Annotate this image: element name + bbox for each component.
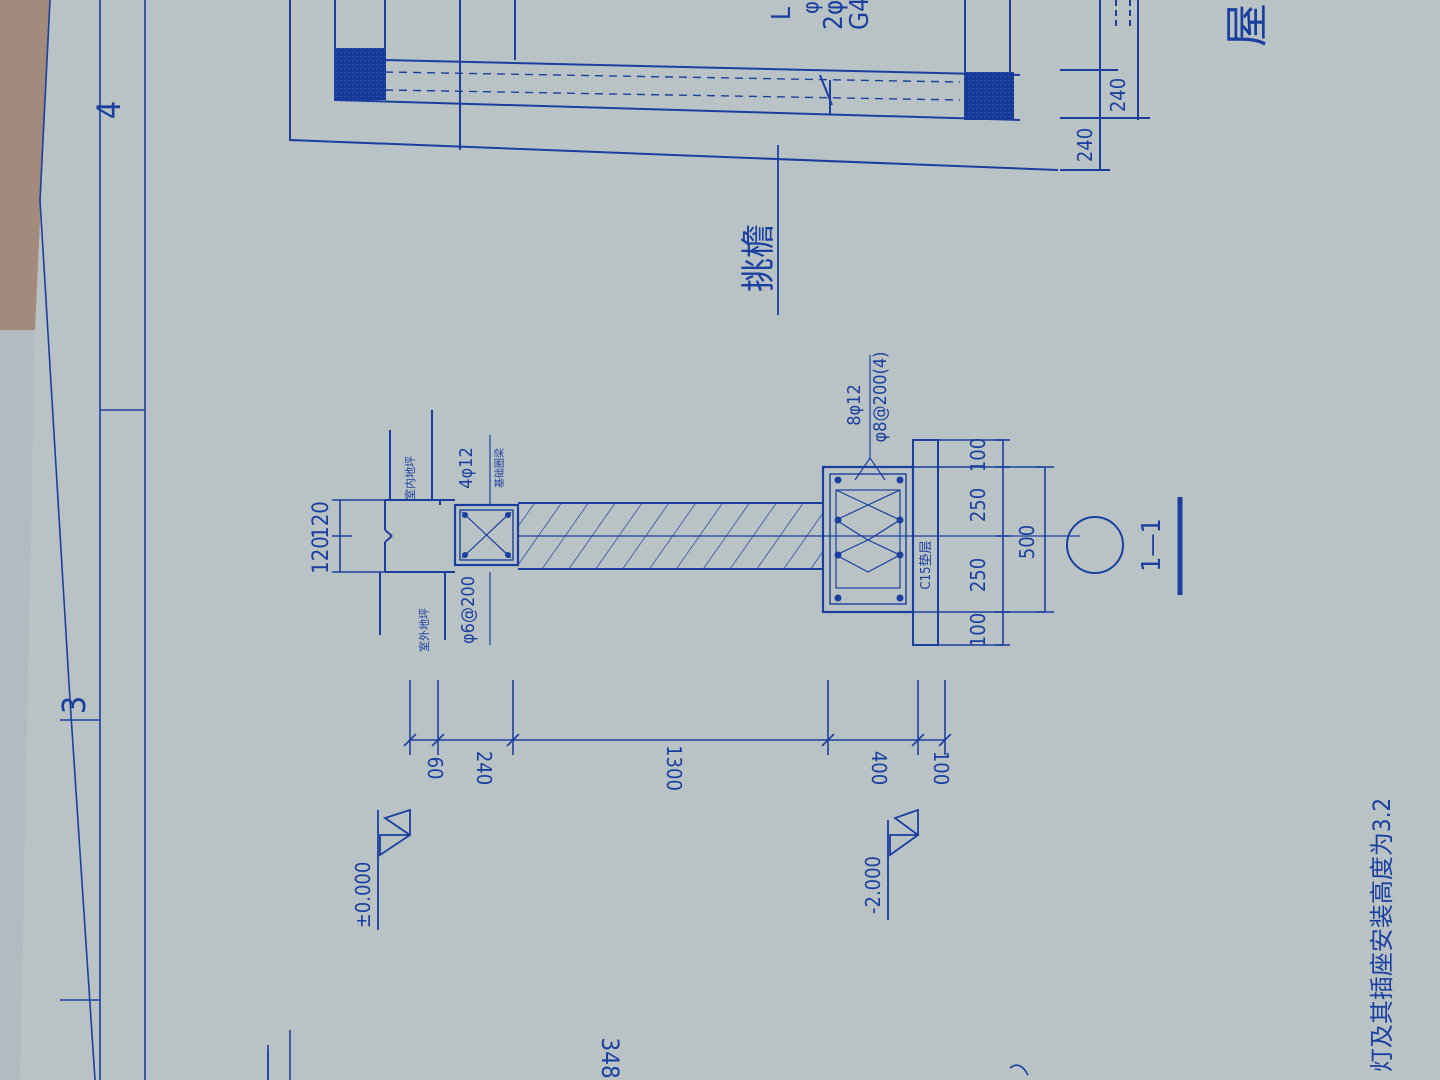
cushion-label: C15垫层: [918, 540, 934, 589]
plan-column-right: [964, 72, 1014, 120]
footing-rebar: 8φ12: [844, 384, 865, 426]
footing-leaders: [854, 355, 886, 481]
section-circle: [1066, 516, 1124, 574]
wall-dim-2: 120: [309, 536, 334, 574]
ring-beam-cross: [461, 511, 512, 559]
section-label: 1—1: [1137, 518, 1167, 571]
ring-beam-bars: [462, 512, 511, 558]
c15-cushion: [912, 439, 939, 646]
plan-text-3: 2φ: [819, 0, 849, 30]
vdim-60: 60: [423, 757, 447, 780]
wall-dim-1: 120: [309, 501, 334, 539]
ring-beam-rebar: 4φ12: [456, 447, 477, 489]
plan-dim-a: 240: [1073, 128, 1097, 162]
wall-thickness-dims: [332, 499, 400, 573]
overall-dimension-line: [267, 1030, 291, 1080]
ring-beam-stirrup: [459, 509, 514, 561]
footing-dim-4: 100: [966, 613, 990, 647]
elevation-top: ±0.000: [351, 862, 375, 929]
plan-text-1: L: [767, 7, 797, 20]
sheet-border: [39, 0, 146, 1080]
table-background: [0, 0, 50, 330]
footing-stirrup-outer: [829, 473, 907, 605]
vdim-100: 100: [929, 751, 953, 785]
footing-dim-total: 500: [1015, 525, 1039, 559]
footing-bars: [834, 476, 904, 602]
overall-dimension: 3480: [596, 1038, 624, 1080]
foundation-wall-outline: [518, 502, 1080, 570]
ring-beam-stirrup-label: φ6@200: [458, 576, 479, 644]
axis-4-label: 4: [90, 101, 128, 119]
plan-column-left: [336, 48, 386, 100]
elevation-marker-top: [377, 808, 412, 930]
ring-beam-label: 基础圈梁: [493, 448, 506, 488]
vdim-400: 400: [867, 751, 891, 785]
side-character: 屋: [1222, 3, 1273, 47]
plan-outline: [289, 0, 1150, 171]
elevation-marker-bottom: [887, 808, 920, 920]
footing-stirrup-label: φ8@200(4): [870, 351, 891, 442]
footing-dim-1: 100: [966, 438, 990, 472]
footing-stirrup-inner: [835, 489, 901, 589]
axis-3-label: 3: [55, 696, 93, 714]
footing-dims: [913, 439, 1054, 646]
wall-section: [379, 410, 455, 640]
elevation-bottom: -2.000: [861, 856, 885, 914]
vdim-1300: 1300: [662, 745, 686, 791]
vdim-240: 240: [472, 751, 496, 785]
plan-text-4: G4: [845, 0, 875, 30]
plan-dim-b: 240: [1106, 78, 1130, 112]
plan-text-2: φ: [799, 1, 824, 14]
interior-floor-label: 室内地坪: [403, 456, 417, 500]
vertical-dimension-chain: [403, 680, 952, 755]
exterior-floor-label: 室外地坪: [417, 608, 431, 652]
footing-dim-3: 250: [966, 558, 990, 592]
paper-edge: [0, 330, 35, 1080]
eave-label: 挑檐: [739, 224, 779, 292]
bottom-note: 灯及其插座安装高度为3.2: [1368, 798, 1396, 1072]
edge-mark: [1009, 1064, 1029, 1076]
footing-dim-2: 250: [966, 488, 990, 522]
footing-stirrup-chevrons: [835, 489, 901, 573]
